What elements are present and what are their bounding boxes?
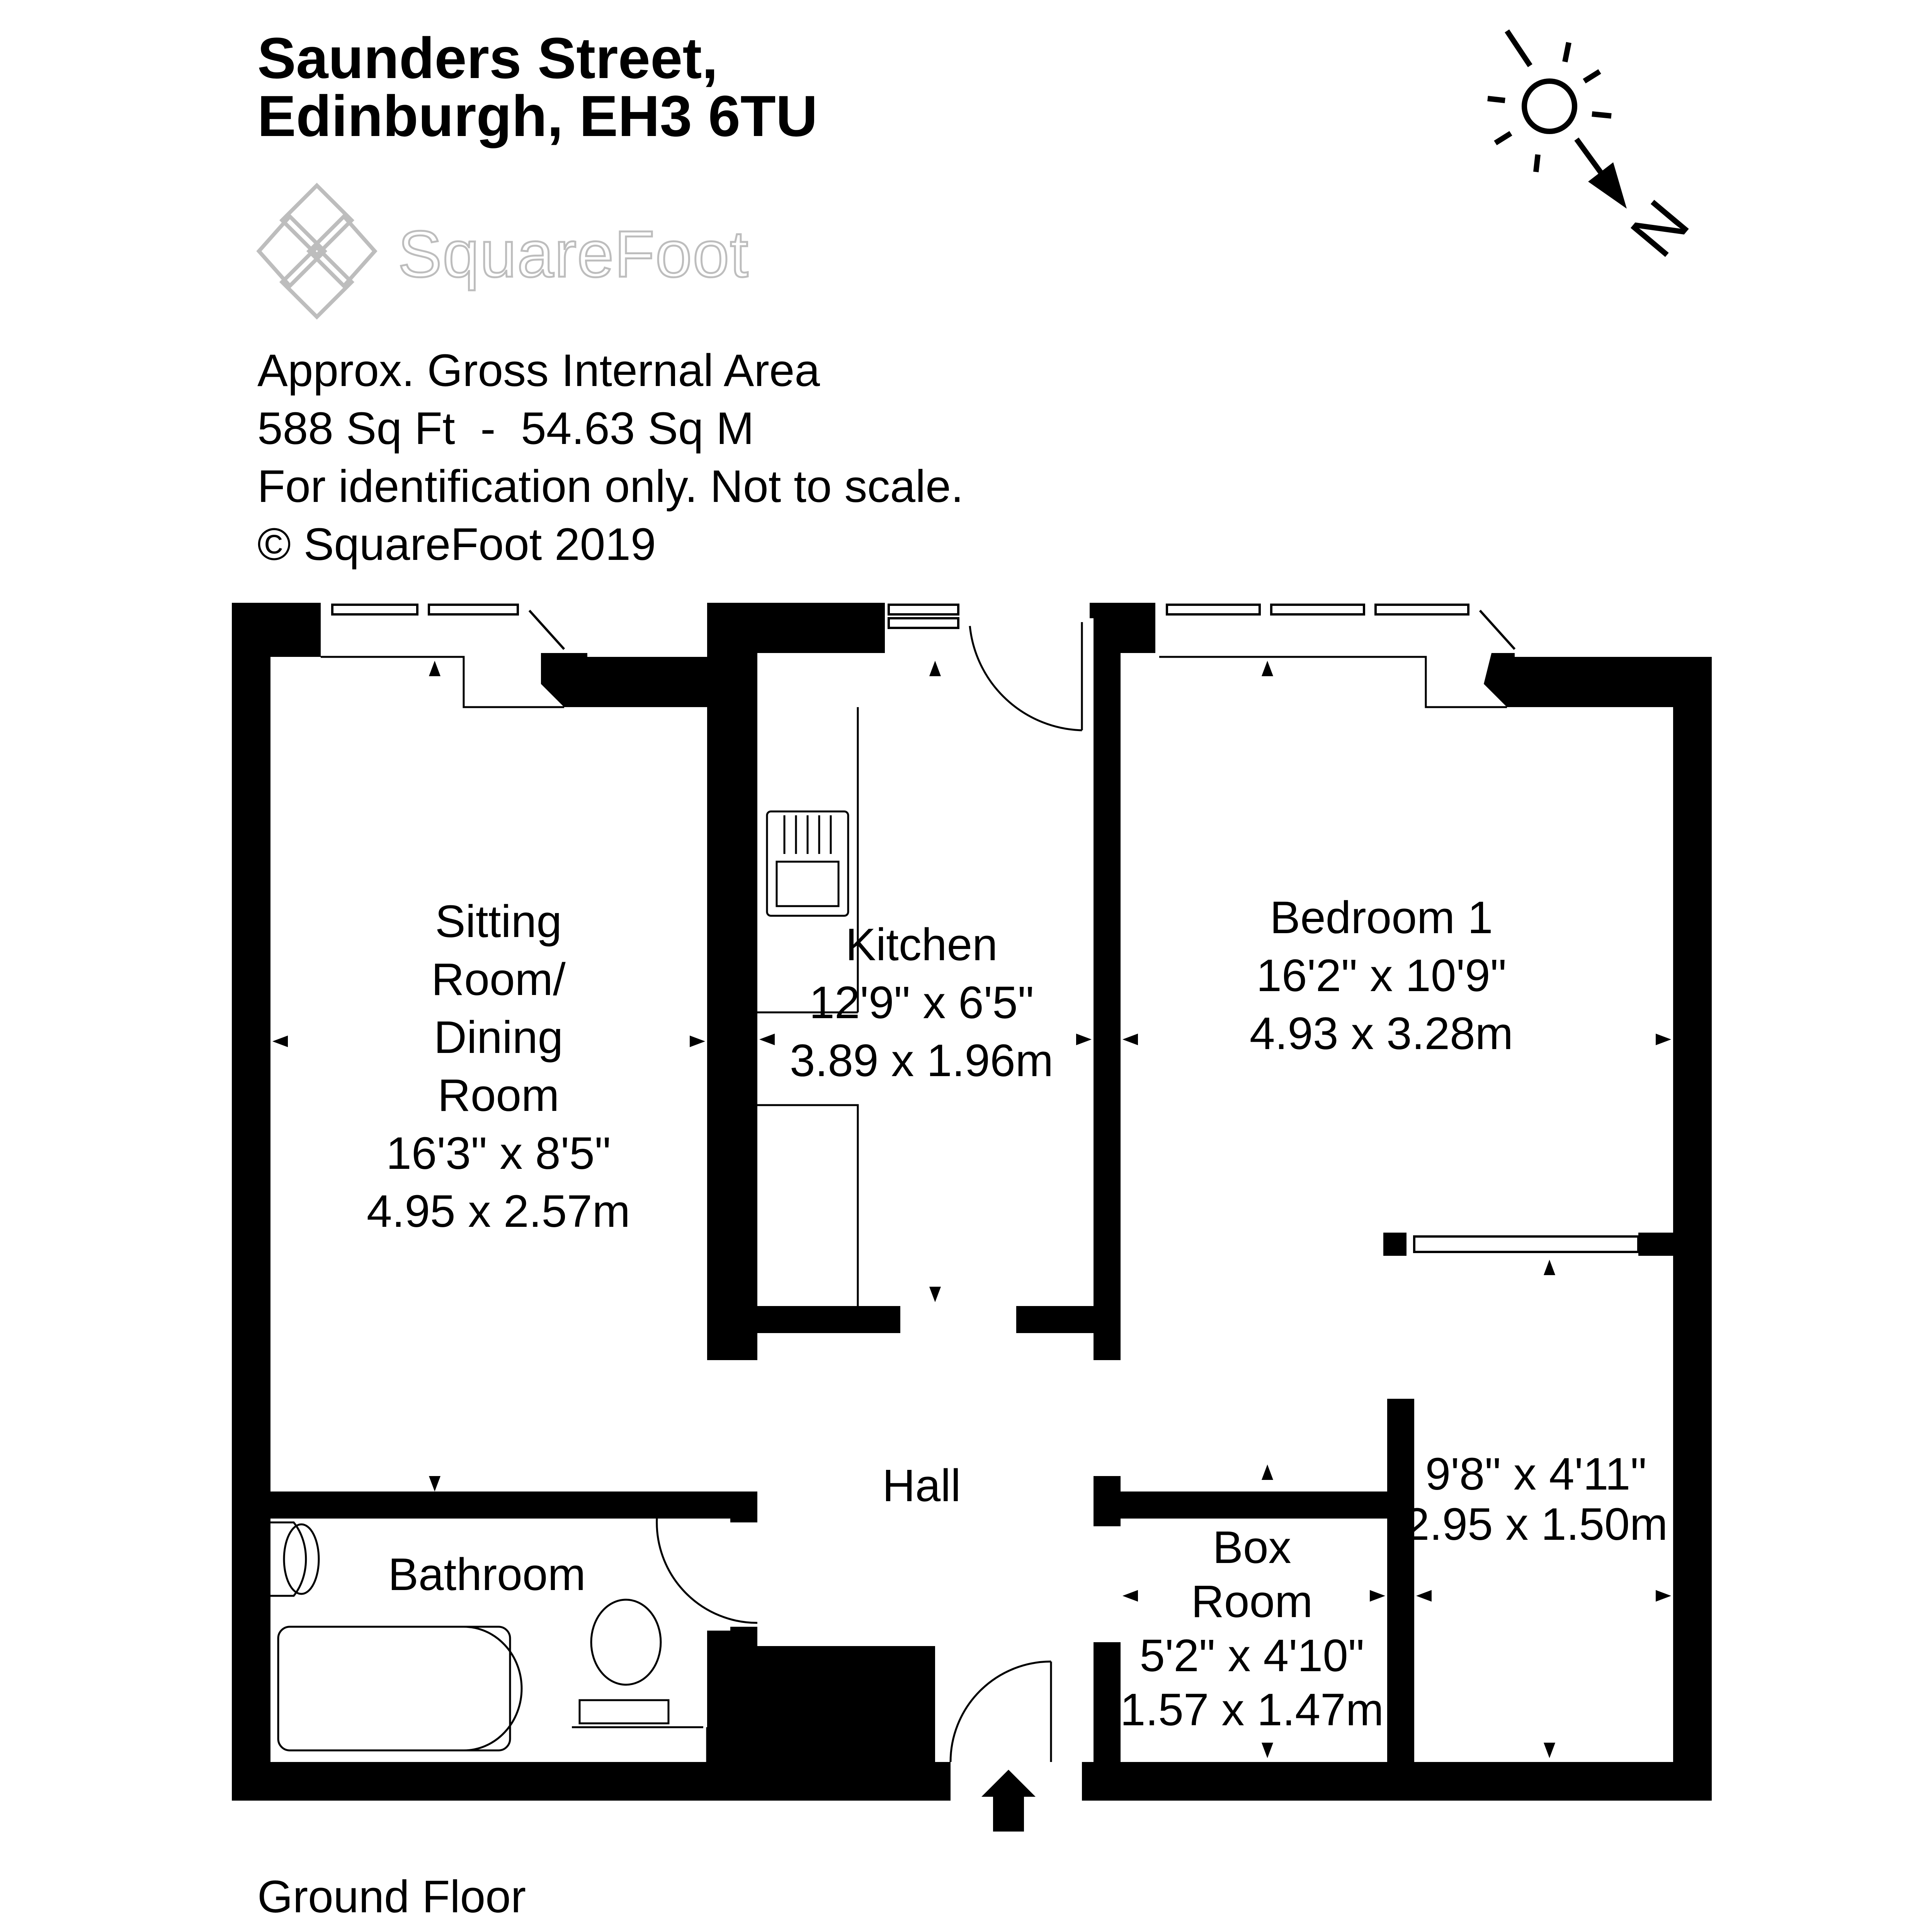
- sitting-room-metric: 4.95 x 2.57m: [367, 1186, 630, 1237]
- copyright: © SquareFoot 2019: [257, 519, 656, 570]
- windows: [331, 604, 1639, 1253]
- bedroom-imperial: 16'2" x 10'9": [1256, 950, 1506, 1001]
- disclaimer: For identification only. Not to scale.: [257, 461, 964, 512]
- boxroom-metric: 1.57 x 1.47m: [1120, 1684, 1384, 1735]
- bathroom-name: Bathroom: [388, 1549, 586, 1600]
- fixtures: [270, 622, 1507, 1762]
- recess-imperial: 9'8" x 4'11": [1425, 1449, 1647, 1500]
- walls: [232, 603, 1712, 1801]
- compass-north-label: N: [1616, 187, 1703, 270]
- room-labels: Sitting Room/ Dining Room 16'3" x 8'5" 4…: [367, 892, 1668, 1735]
- compass-north-arrow-icon: [1574, 137, 1627, 209]
- sitting-room-name-4: Room: [438, 1070, 560, 1121]
- sitting-room-name-1: Sitting: [435, 896, 562, 947]
- sitting-room-name-3: Dining: [434, 1012, 563, 1063]
- compass: N: [1487, 29, 1703, 270]
- kitchen-name: Kitchen: [845, 919, 998, 970]
- kitchen-imperial: 12'9" x 6'5": [809, 977, 1034, 1028]
- bedroom-name: Bedroom 1: [1270, 892, 1493, 943]
- recess-metric: 2.95 x 1.50m: [1404, 1499, 1668, 1550]
- boxroom-name-2: Room: [1191, 1576, 1313, 1627]
- sun-icon: [1487, 29, 1612, 172]
- sitting-room-imperial: 16'3" x 8'5": [386, 1128, 611, 1179]
- boxroom-name-1: Box: [1213, 1522, 1291, 1573]
- address-line-2: Edinburgh, EH3 6TU: [257, 83, 818, 148]
- area-value: 588 Sq Ft - 54.63 Sq M: [257, 403, 754, 454]
- hall-name: Hall: [882, 1460, 961, 1511]
- area-label: Approx. Gross Internal Area: [257, 345, 820, 396]
- entrance-arrow-icon: [981, 1770, 1036, 1832]
- bedroom-metric: 4.93 x 3.28m: [1250, 1008, 1513, 1059]
- boxroom-imperial: 5'2" x 4'10": [1139, 1630, 1364, 1681]
- squarefoot-logo-icon: [256, 182, 378, 320]
- dimension-arrows: [272, 661, 1671, 1758]
- brand-name: SquareFoot: [397, 217, 749, 292]
- sitting-room-name-2: Room/: [431, 954, 566, 1005]
- address-line-1: Saunders Street,: [257, 26, 718, 90]
- floor-label: Ground Floor: [257, 1871, 526, 1922]
- kitchen-metric: 3.89 x 1.96m: [790, 1035, 1053, 1086]
